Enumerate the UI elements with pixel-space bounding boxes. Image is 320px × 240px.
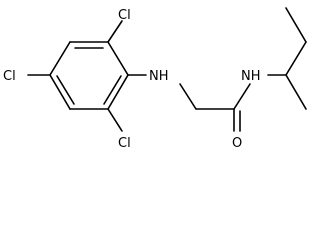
atom-cl-bottom: Cl — [118, 136, 131, 151]
ring-bond-c1-c2 — [107, 41, 129, 76]
atom-nh-aryl: NH — [149, 69, 169, 84]
bond-ethyl-terminal — [285, 7, 307, 43]
bond-c3-cl-bottom — [107, 108, 123, 132]
bond-carbonyl-amide-nh — [233, 83, 251, 110]
ring-bond-c4-c5 — [49, 74, 71, 110]
ring-bond-c2-c3-inner — [103, 75, 122, 105]
ring-bond-c4-c5-inner — [56, 75, 75, 105]
atom-nh-amide: NH — [241, 69, 261, 84]
atom-oxygen: O — [232, 136, 242, 151]
bond-c1-cl-top — [107, 20, 123, 43]
bond-ch-methyl — [285, 74, 307, 110]
atom-cl-left: Cl — [3, 69, 16, 84]
molecule-svg: Cl Cl Cl NH NH O — [3, 7, 307, 151]
atom-cl-top: Cl — [118, 8, 131, 23]
ring-bond-c2-c3 — [107, 74, 129, 110]
structure-diagram: Cl Cl Cl NH NH O — [3, 7, 307, 151]
ring-bond-c5-c6 — [49, 41, 71, 76]
bond-ch-ethyl — [285, 41, 307, 76]
bond-nh-ch2 — [179, 83, 197, 110]
